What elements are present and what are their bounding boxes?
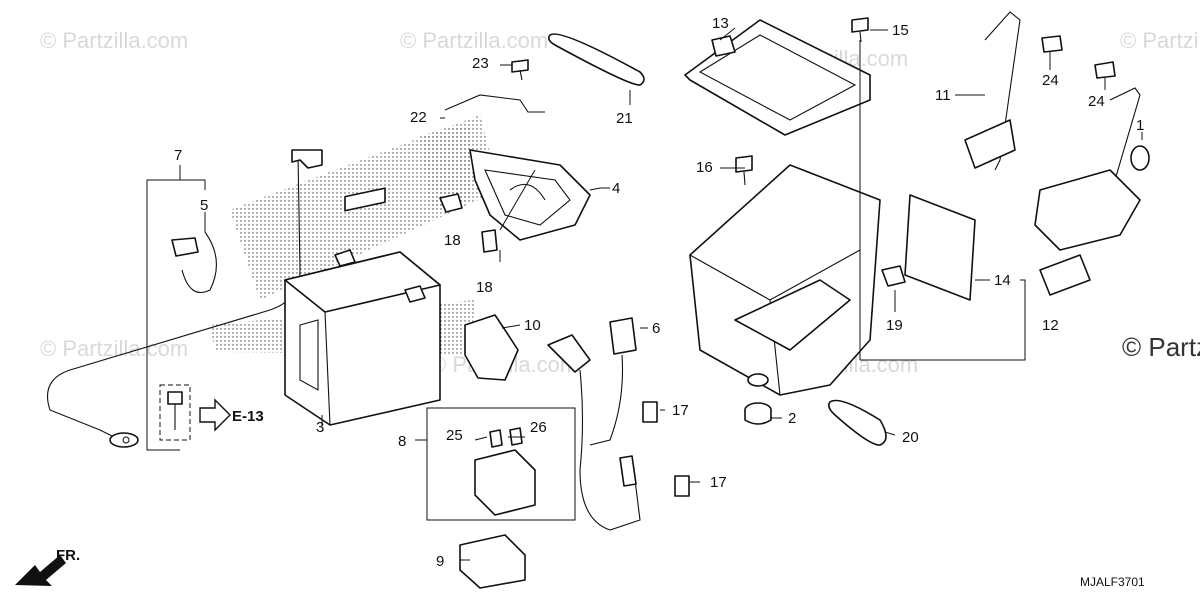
callout-4: 4 (612, 180, 620, 197)
callout-12: 12 (1042, 317, 1059, 334)
battery-box (689, 164, 881, 396)
callout-10: 10 (524, 317, 541, 334)
battery-box-lid (684, 19, 871, 136)
watermark: © Partzilla.com (40, 28, 188, 53)
callout-18: 18 (476, 279, 493, 296)
callout-6: 6 (652, 320, 660, 337)
leader-lines (146, 27, 1143, 561)
diagram-code: MJALF3701 (1080, 575, 1145, 589)
bolts-24 (1041, 35, 1116, 79)
callout-13: 13 (712, 15, 729, 32)
front-marker: FR. (15, 547, 80, 586)
callout-17: 17 (672, 402, 689, 419)
callout-1: 1 (1136, 117, 1144, 134)
battery-cable (46, 149, 323, 448)
front-label: FR. (56, 547, 80, 564)
callout-17: 17 (710, 474, 727, 491)
grommets (439, 193, 498, 253)
reference-label: E-13 (232, 408, 264, 425)
band (828, 399, 887, 446)
callout-11: 11 (935, 87, 951, 104)
callout-7: 7 (174, 147, 182, 164)
callout-24: 24 (1088, 93, 1105, 110)
rubber-band (548, 33, 645, 86)
callout-9: 9 (436, 553, 444, 570)
stay-assembly (964, 11, 1150, 296)
callout-18: 18 (444, 232, 461, 249)
callout-5: 5 (200, 197, 208, 214)
e13-reference: E-13 (159, 384, 264, 441)
battery-holder (469, 149, 591, 241)
callout-14: 14 (994, 272, 1011, 289)
callout-16: 16 (696, 159, 713, 176)
connector-cover (464, 314, 519, 381)
callouts: 1 2 3 4 5 6 7 8 9 10 11 12 13 14 15 16 1… (174, 15, 1144, 570)
nuts (642, 401, 690, 497)
rubber-mount (744, 402, 772, 425)
pad (904, 194, 976, 301)
callout-15: 15 (892, 22, 909, 39)
callout-24: 24 (1042, 72, 1059, 89)
callout-2: 2 (788, 410, 796, 427)
clip (881, 265, 906, 287)
callout-26: 26 (530, 419, 547, 436)
callout-25: 25 (446, 427, 463, 444)
relay-assembly (426, 407, 576, 589)
battery (284, 187, 441, 426)
callout-23: 23 (472, 55, 489, 72)
callout-8: 8 (398, 433, 406, 450)
starter-cable (547, 317, 641, 531)
callout-22: 22 (410, 109, 427, 126)
strap (444, 59, 545, 113)
watermark: © Partzilla.com (400, 28, 548, 53)
callout-19: 19 (886, 317, 903, 334)
callout-20: 20 (902, 429, 919, 446)
callout-21: 21 (616, 110, 633, 127)
callout-3: 3 (316, 419, 324, 436)
watermark: © Partzilla.com (1120, 28, 1200, 53)
watermark: © Partz (1122, 332, 1200, 362)
